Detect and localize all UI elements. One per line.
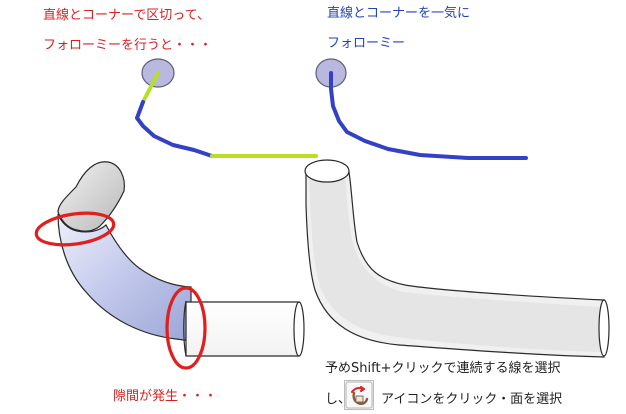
right-pipe-top-cap bbox=[304, 159, 350, 183]
note-line2-suffix: アイコンをクリック・面を選択 bbox=[381, 392, 563, 407]
left-title-line2: フォローミーを行うと・・・ bbox=[43, 38, 213, 53]
follow-me-icon bbox=[345, 381, 373, 409]
right-title-line2: フォローミー bbox=[327, 36, 406, 51]
left-pipe-end-cap bbox=[293, 301, 305, 357]
left-follow-path-blue bbox=[135, 100, 214, 158]
note-line1: 予めShift+クリックで連続する線を選択 bbox=[325, 361, 561, 376]
right-title-line1: 直線とコーナーを一気に bbox=[327, 6, 471, 21]
left-gap-highlight-bottom bbox=[165, 286, 207, 370]
left-pipe-gap-line bbox=[183, 300, 187, 357]
follow-me-button[interactable] bbox=[344, 380, 374, 410]
left-pipe-gray-top bbox=[57, 161, 125, 232]
right-follow-path bbox=[329, 71, 528, 160]
left-follow-path-green-1 bbox=[141, 71, 160, 104]
left-gap-highlight-top bbox=[34, 211, 116, 247]
left-pipe-blue-elbow bbox=[57, 213, 192, 342]
left-title-line1: 直線とコーナーで区切って、 bbox=[43, 8, 210, 23]
right-pipe-end-cap bbox=[598, 299, 610, 357]
right-pipe-shade bbox=[309, 174, 600, 352]
gap-text: 隙間が発生・・・ bbox=[113, 389, 218, 404]
